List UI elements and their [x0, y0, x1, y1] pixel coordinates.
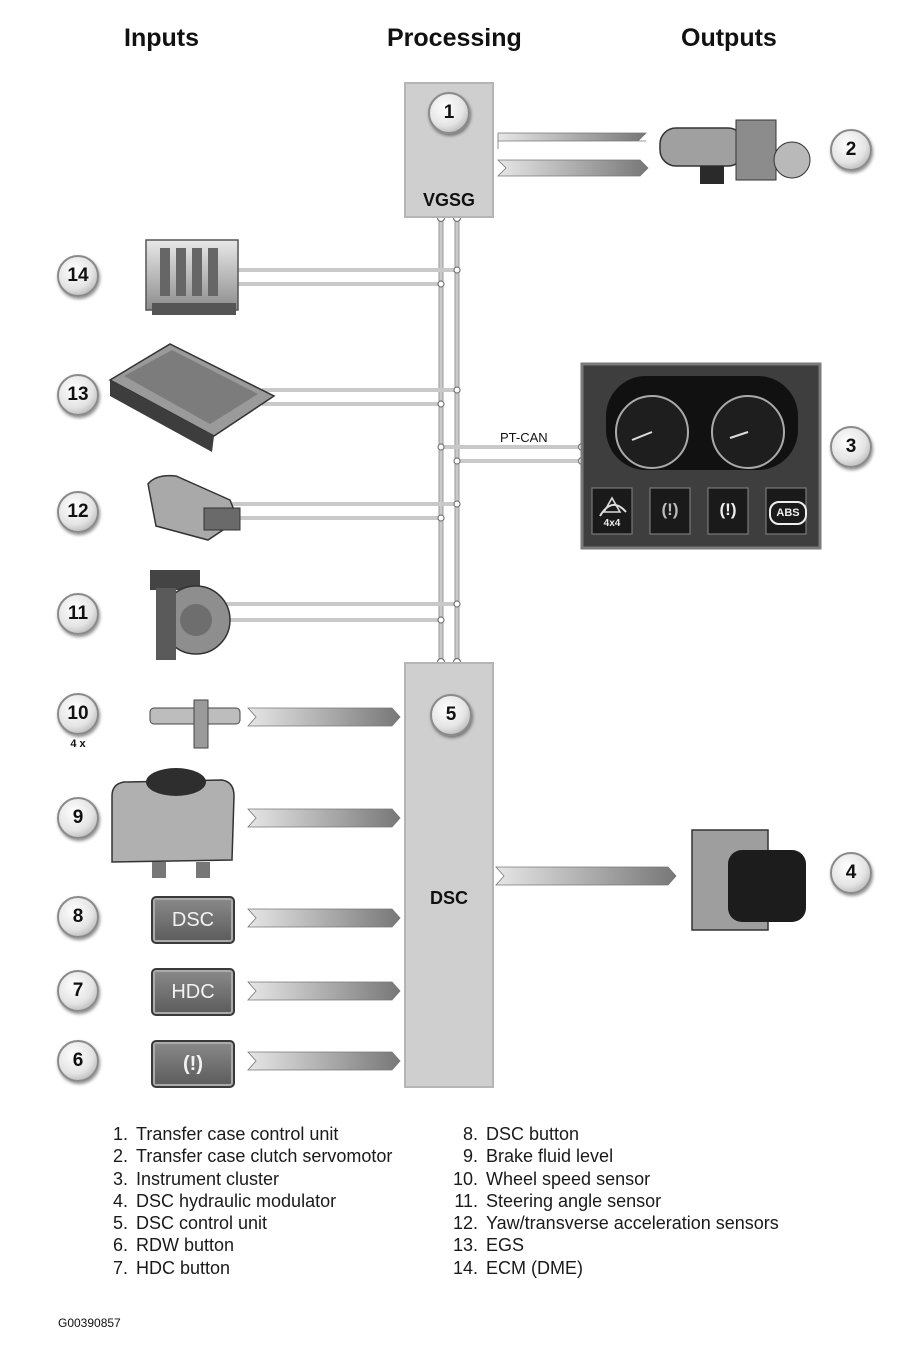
egs-module-image — [108, 343, 276, 452]
legend-item: 11.Steering angle sensor — [454, 1190, 662, 1211]
bus-vertical-lines — [439, 218, 459, 664]
cluster-warning-glyph: (!) — [661, 500, 679, 519]
badge-11: 11 — [57, 593, 99, 635]
arrow-rdw-button — [247, 1051, 401, 1071]
cluster-abs-label: ABS — [769, 501, 807, 525]
arrow-vgsg-to-servomotor — [497, 159, 649, 177]
badge-14: 14 — [57, 255, 99, 297]
arrow-hdc-button — [247, 981, 401, 1001]
badge-1: 1 — [428, 92, 470, 134]
badge-10-quantity: 4 x — [70, 738, 86, 750]
badge-3: 3 — [830, 426, 872, 468]
legend-item: 12.Yaw/transverse acceleration sensors — [452, 1213, 779, 1234]
legend-item: 13.EGS — [452, 1235, 525, 1256]
ecm-module-image — [145, 239, 239, 315]
bus-stubs-inputs — [224, 268, 457, 622]
steering-angle-sensor-image — [150, 570, 231, 660]
dsc-button: DSC — [151, 896, 235, 944]
figure-code: G00390857 — [58, 1316, 121, 1330]
servomotor-image — [659, 119, 811, 184]
legend-right: 8.DSC button 9.Brake fluid level 10.Whee… — [438, 1123, 779, 1279]
header-processing: Processing — [387, 24, 522, 52]
badge-12: 12 — [57, 491, 99, 533]
legend-item: 3.Instrument cluster — [112, 1168, 280, 1189]
legend-item: 7.HDC button — [112, 1257, 231, 1278]
bus-stubs-cluster — [441, 445, 582, 463]
arrow-servomotor-to-vgsg — [497, 132, 647, 149]
legend-left: 1.Transfer case control unit 2.Transfer … — [98, 1123, 392, 1279]
header-outputs: Outputs — [681, 24, 777, 52]
badge-7: 7 — [57, 970, 99, 1012]
legend-item: 1.Transfer case control unit — [112, 1124, 339, 1144]
legend-item: 6.RDW button — [112, 1235, 235, 1256]
vgsg-label: VGSG — [422, 190, 475, 210]
cluster-awd-label: 4x4 — [603, 518, 621, 529]
hydraulic-modulator-image — [691, 829, 806, 931]
rdw-button: (!) — [151, 1040, 235, 1088]
badge-10: 10 — [57, 693, 99, 735]
badge-6: 6 — [57, 1040, 99, 1082]
badge-8: 8 — [57, 896, 99, 938]
legend-item: 9.Brake fluid level — [462, 1146, 614, 1167]
arrow-wheel-speed — [247, 707, 401, 727]
legend-item: 8.DSC button — [462, 1124, 580, 1144]
legend-item: 10.Wheel speed sensor — [452, 1168, 651, 1189]
badge-13: 13 — [57, 374, 99, 416]
badge-5: 5 — [430, 694, 472, 736]
badge-4: 4 — [830, 852, 872, 894]
wheel-speed-sensor-image — [149, 699, 241, 749]
cluster-brake-label: (!) — [719, 500, 737, 519]
arrow-dsc-button — [247, 908, 401, 928]
arrow-brake-fluid — [247, 808, 401, 828]
badge-2: 2 — [830, 129, 872, 171]
dsc-label: DSC — [429, 888, 468, 908]
legend-item: 4.DSC hydraulic modulator — [112, 1190, 337, 1211]
bus-label: PT-CAN — [500, 430, 548, 445]
legend-item: 5.DSC control unit — [112, 1213, 268, 1234]
header-inputs: Inputs — [124, 24, 199, 52]
brake-fluid-reservoir-image — [111, 768, 235, 878]
bus-vertical-outline — [438, 218, 460, 664]
legend-item: 14.ECM (DME) — [452, 1257, 583, 1278]
legend-item: 2.Transfer case clutch servomotor — [112, 1146, 393, 1167]
hdc-button: HDC — [151, 968, 235, 1016]
yaw-sensor-image — [147, 474, 241, 541]
arrow-dsc-to-modulator — [495, 866, 677, 886]
cluster-warning-tiles — [591, 487, 807, 535]
badge-9: 9 — [57, 797, 99, 839]
